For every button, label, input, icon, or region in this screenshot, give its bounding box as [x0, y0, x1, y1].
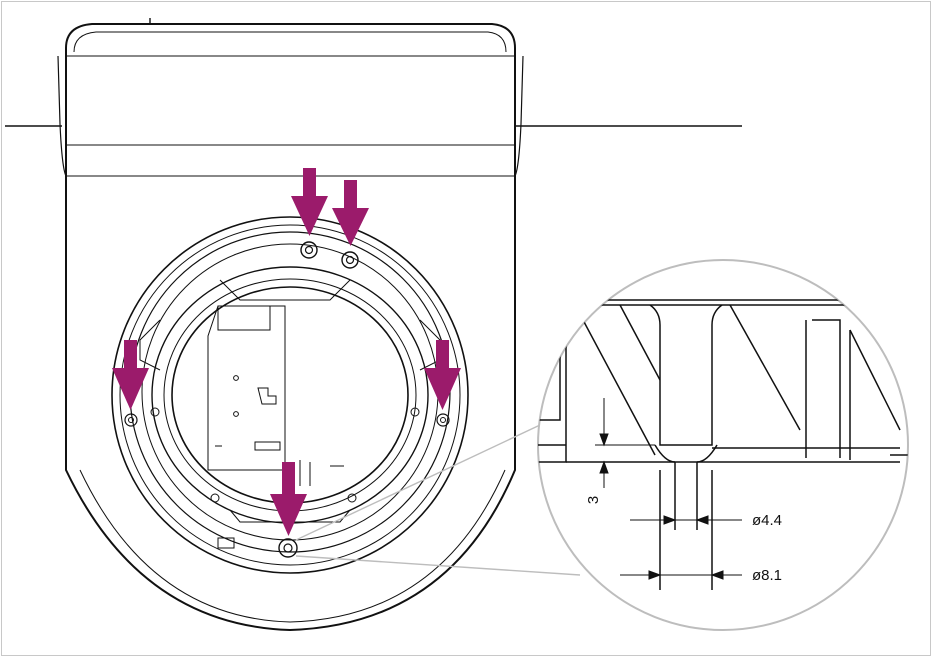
inner-diameter-dimension	[630, 515, 742, 525]
inner-diameter-label: ø4.4	[752, 512, 782, 529]
outer-diameter-label: ø8.1	[752, 567, 782, 584]
screw-hole-top-left	[300, 241, 318, 259]
arrow-top-right	[332, 180, 369, 246]
screw-holes	[124, 241, 450, 558]
screw-hole-bottom	[278, 538, 298, 558]
arrow-top-left	[291, 168, 328, 236]
inner-mechanism	[207, 305, 344, 486]
screw-hole-left	[124, 413, 138, 427]
indicator-arrows	[112, 168, 461, 536]
depth-label: 3	[585, 496, 602, 504]
screw-hole-right	[436, 413, 450, 427]
detail-view: 3 ø4.4 ø8.1	[537, 259, 909, 631]
arrow-right	[424, 340, 461, 410]
depth-dimension	[595, 398, 655, 488]
detail-leader-lines	[295, 424, 581, 576]
screw-hole-top-right	[341, 251, 359, 269]
arrow-left	[112, 340, 149, 410]
camera-housing	[57, 23, 524, 632]
arrow-bottom	[270, 462, 307, 536]
outer-diameter-dimension	[620, 570, 742, 580]
